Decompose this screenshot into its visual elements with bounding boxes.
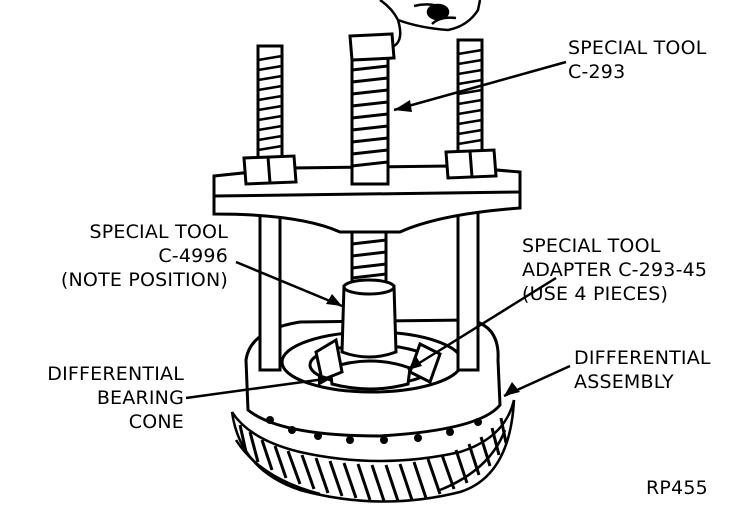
leader-c4996 — [235, 260, 343, 308]
figure-id: RP455 — [646, 477, 708, 499]
label-tool-c4996: SPECIAL TOOL C-4996 (NOTE POSITION) — [28, 220, 228, 292]
ring-gear-teeth — [238, 417, 508, 502]
arrowhead-c293 — [394, 100, 412, 112]
arrowhead-diff-assembly — [504, 382, 520, 396]
label-tool-c293-line1: SPECIAL TOOL — [568, 37, 707, 59]
rod-threads — [257, 48, 483, 152]
leader-c293 — [393, 60, 567, 112]
label-bearing-cone-line3: CONE — [128, 411, 184, 433]
label-tool-c4996-line2: C-4996 — [158, 245, 228, 267]
leader-bearing-cone — [185, 376, 333, 400]
label-tool-c293-line2: C-293 — [568, 61, 626, 83]
lower-screw-threads — [351, 238, 387, 280]
leader-adapter — [407, 276, 557, 372]
label-diff-assembly-line1: DIFFERENTIAL — [574, 347, 711, 369]
case-bolt-holes — [266, 416, 482, 444]
label-diff-assembly-line2: ASSEMBLY — [574, 371, 674, 393]
arrowhead-bearing-cone — [318, 374, 332, 386]
leader-arrowheads — [318, 100, 520, 396]
label-bearing-cone-line2: BEARING — [96, 387, 184, 409]
label-tool-c293: SPECIAL TOOL C-293 — [568, 36, 707, 84]
arrowhead-adapter — [408, 356, 422, 370]
bearing-cone-and-adapters — [314, 337, 442, 391]
label-tool-c4996-line3: (NOTE POSITION) — [60, 269, 228, 291]
label-tool-c4996-line1: SPECIAL TOOL — [89, 221, 228, 243]
center-screw-threads — [351, 64, 389, 168]
hand-with-wrench — [379, 0, 482, 48]
label-bearing-cone: DIFFERENTIAL BEARING CONE — [20, 362, 184, 434]
label-adapter: SPECIAL TOOL ADAPTER C-293-45 (USE 4 PIE… — [522, 234, 707, 306]
crossbar-nuts — [242, 148, 498, 186]
label-diff-assembly: DIFFERENTIAL ASSEMBLY — [574, 346, 711, 394]
arrowhead-c4996 — [326, 294, 342, 306]
label-bearing-cone-line1: DIFFERENTIAL — [47, 363, 184, 385]
label-adapter-line1: SPECIAL TOOL — [522, 235, 661, 257]
label-adapter-line3: (USE 4 PIECES) — [522, 283, 669, 305]
label-adapter-line2: ADAPTER C-293-45 — [522, 259, 708, 281]
tool-c4996-body — [340, 278, 398, 359]
